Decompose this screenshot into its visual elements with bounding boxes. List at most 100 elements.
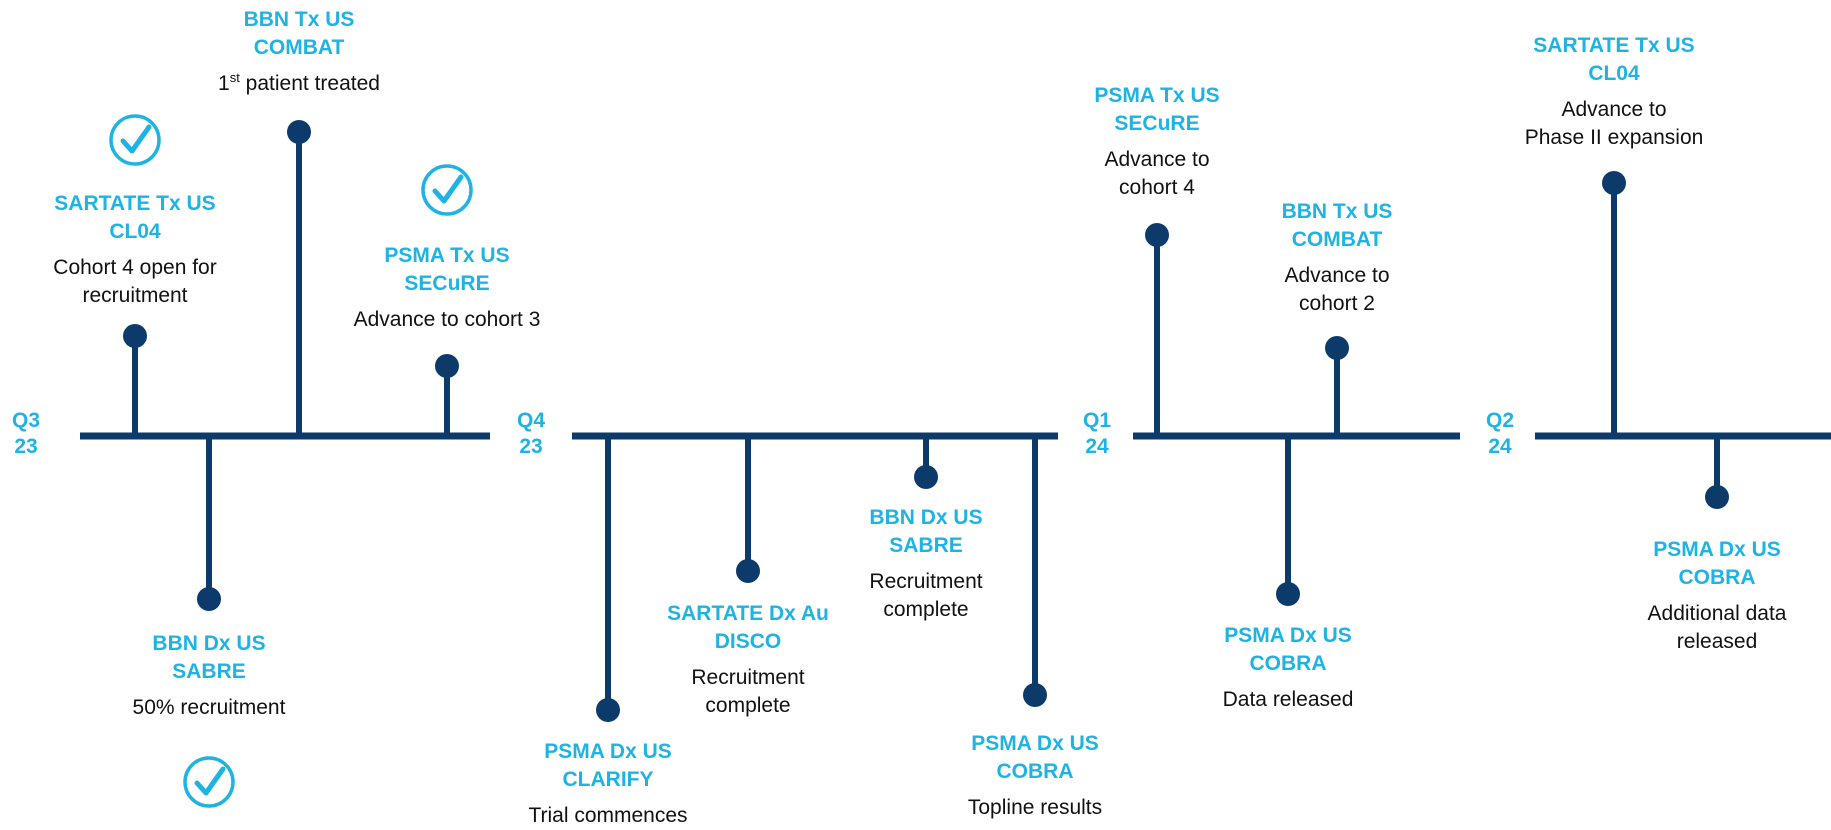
milestone-title-line: SECuRE — [1114, 112, 1200, 135]
milestone-description: 1st patient treated — [218, 70, 380, 98]
milestone-description: Data released — [1223, 686, 1354, 714]
milestone-title: PSMA Dx US CLARIFY — [528, 738, 687, 794]
milestone-description-line: Recruitment — [691, 666, 805, 689]
milestone-title-line: SECuRE — [404, 272, 490, 295]
milestone-title-line: PSMA Dx US — [544, 740, 672, 763]
milestone-description: Advance to cohort 4 — [1094, 146, 1219, 202]
milestone-dot — [1276, 582, 1300, 606]
quarter-name: Q3 — [11, 409, 41, 432]
milestone-description: Advance to cohort 2 — [1282, 262, 1393, 318]
milestone-title-line: CL04 — [109, 220, 161, 243]
milestone-title-line: DISCO — [714, 630, 782, 653]
milestone-description-line: 50% recruitment — [132, 696, 286, 719]
milestone-description-line: Advance to cohort 3 — [353, 308, 541, 331]
milestone-dot — [435, 354, 459, 378]
milestone-title-line: PSMA Tx US — [384, 244, 510, 267]
milestone-description: Advance to Phase II expansion — [1525, 96, 1704, 152]
milestone-title-line: PSMA Dx US — [1224, 624, 1352, 647]
milestone-title-line: COMBAT — [253, 36, 345, 59]
milestone-title-line: CLARIFY — [562, 768, 654, 791]
milestone-description-line: complete — [883, 598, 969, 621]
milestone-description-line: Data released — [1222, 688, 1354, 711]
milestone-title-line: BBN Dx US — [869, 506, 983, 529]
milestone-title: PSMA Tx US SECuRE — [354, 242, 541, 298]
milestone-description-line: Additional data — [1647, 602, 1787, 625]
milestone-description-line: Topline results — [967, 796, 1103, 819]
milestone-description-line: Advance to — [1104, 148, 1210, 171]
milestone-title-line: PSMA Dx US — [1653, 538, 1781, 561]
milestone-description: Topline results — [968, 794, 1102, 822]
milestone-label: PSMA Tx US SECuRE Advance to cohort 3 — [354, 242, 541, 334]
milestone-dot — [1602, 171, 1626, 195]
milestone-title: SARTATE Dx Au DISCO — [667, 600, 829, 656]
milestone-description-line: Advance to — [1284, 264, 1390, 287]
milestone-title-line: SABRE — [172, 660, 246, 683]
milestone-label: PSMA Dx US COBRA Topline results — [968, 730, 1102, 822]
milestone-title-line: SABRE — [889, 534, 963, 557]
milestone-description: Trial commences — [528, 802, 687, 830]
milestone-description-line: Phase II expansion — [1524, 126, 1704, 149]
milestone-dot — [1705, 485, 1729, 509]
milestone-title-line: COBRA — [1678, 566, 1756, 589]
milestone-title-line: BBN Tx US — [243, 8, 355, 31]
milestone-description-line: Recruitment — [869, 570, 983, 593]
quarter-name: Q1 — [1082, 409, 1112, 432]
milestone-dot — [1325, 336, 1349, 360]
milestone-description-line: cohort 4 — [1119, 176, 1195, 199]
milestone-description: 50% recruitment — [133, 694, 286, 722]
quarter-year: 23 — [519, 435, 543, 458]
milestone-label: PSMA Dx US COBRA Additional data released — [1648, 536, 1787, 656]
milestone-title: PSMA Dx US COBRA — [1648, 536, 1787, 592]
milestone-description-line: recruitment — [82, 284, 188, 307]
milestone-description: Cohort 4 open for recruitment — [53, 254, 216, 310]
milestone-dot — [914, 465, 938, 489]
milestone-description-line: Advance to — [1561, 98, 1667, 121]
milestone-description-line: released — [1676, 630, 1758, 653]
milestone-dot — [1023, 683, 1047, 707]
milestone-label: SARTATE Dx Au DISCO Recruitment complete — [667, 600, 829, 720]
milestone-description: Recruitment complete — [869, 568, 982, 624]
quarter-year: 24 — [1085, 435, 1109, 458]
quarter-name: Q4 — [516, 409, 546, 432]
milestone-description-line: Trial commences — [528, 804, 688, 827]
quarter-year: 24 — [1488, 435, 1512, 458]
milestone-label: BBN Tx US COMBAT 1st patient treated — [218, 6, 380, 98]
milestone-title: BBN Tx US COMBAT — [218, 6, 380, 62]
milestone-description-line: 1st patient treated — [218, 70, 380, 95]
milestone-dot — [736, 559, 760, 583]
milestone-dot — [1145, 223, 1169, 247]
milestone-title-line: PSMA Dx US — [971, 732, 1099, 755]
milestone-description: Recruitment complete — [667, 664, 829, 720]
check-circle-icon — [183, 756, 235, 808]
milestone-description: Advance to cohort 3 — [354, 306, 541, 334]
milestone-dot — [596, 698, 620, 722]
milestone-dot — [287, 120, 311, 144]
milestone-description-line: Cohort 4 open for — [53, 256, 217, 279]
check-circle-icon — [421, 164, 473, 216]
milestone-title: BBN Dx US SABRE — [869, 504, 982, 560]
quarter-name: Q2 — [1485, 409, 1515, 432]
check-circle-icon — [109, 114, 161, 166]
milestone-title-line: SARTATE Dx Au — [667, 602, 829, 625]
milestone-title-line: COMBAT — [1291, 228, 1383, 251]
milestone-title-line: COBRA — [996, 760, 1074, 783]
milestone-description-line: complete — [705, 694, 791, 717]
milestone-label: BBN Dx US SABRE Recruitment complete — [869, 504, 982, 624]
milestone-label: PSMA Dx US CLARIFY Trial commences — [528, 738, 687, 830]
milestone-description-line: cohort 2 — [1299, 292, 1375, 315]
milestone-description: Additional data released — [1648, 600, 1787, 656]
